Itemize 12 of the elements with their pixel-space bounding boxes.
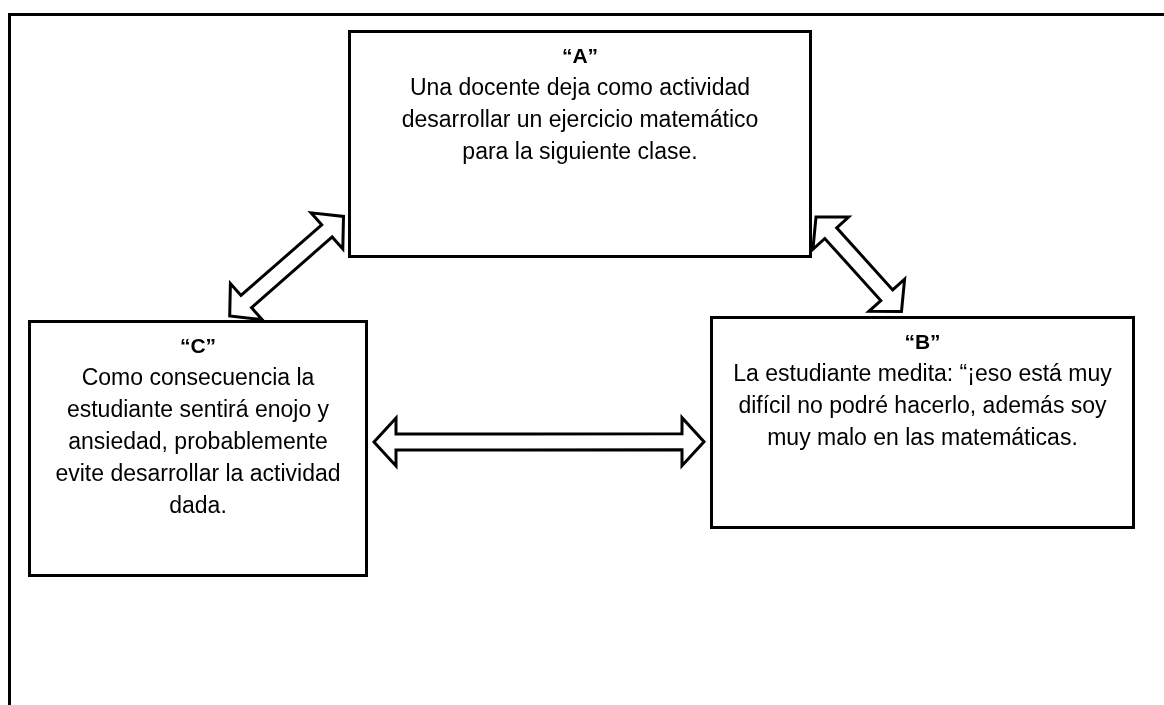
double-block-arrow — [371, 413, 707, 470]
box-text: Como consecuencia la estudiante sentirá enojo y ansiedad, probablemente evite desarrollar la actividad dada. — [55, 363, 341, 520]
box-text: La estudiante medita: “¡eso está muy difícil no podré hacerlo, además soy muy malo en las matemáticas. — [733, 359, 1112, 452]
text-box — [28, 320, 368, 577]
double-block-arrow — [811, 215, 907, 313]
box-heading: “A” — [560, 43, 600, 69]
text-box — [710, 316, 1135, 529]
double-block-arrow — [228, 210, 346, 322]
box-text: Una docente deja como actividad desarrollar un ejercicio matemático para la siguiente clase. — [400, 73, 760, 166]
text-box — [348, 30, 812, 258]
box-heading: “B” — [903, 329, 942, 355]
box-heading: “C” — [178, 333, 218, 359]
